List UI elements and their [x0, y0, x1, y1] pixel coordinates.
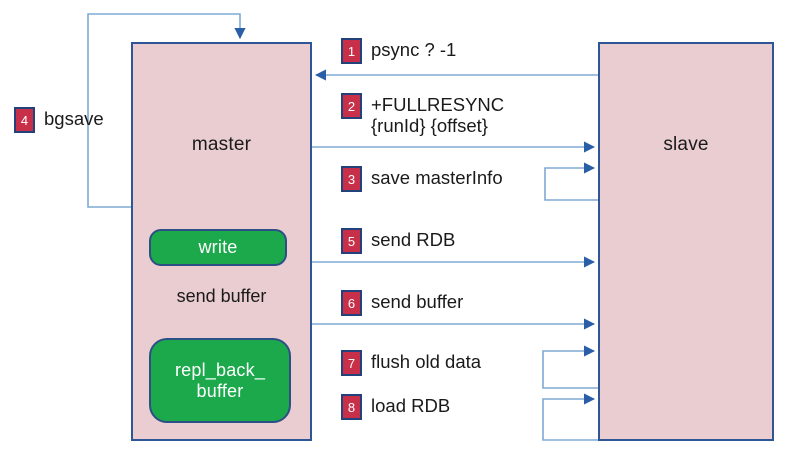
step-2-label: +FULLRESYNC {runId} {offset}	[371, 94, 505, 137]
master-repl-back-buffer-box[interactable]: repl_back_ buffer	[149, 338, 291, 423]
master-repl-back-buffer-label: repl_back_ buffer	[174, 360, 266, 401]
step-4-badge: 4	[14, 107, 35, 133]
node-slave-label: slave	[663, 134, 709, 155]
step-4[interactable]: 4 bgsave	[14, 107, 104, 133]
step-2-badge: 2	[341, 93, 362, 119]
connector-step-3	[544, 162, 598, 201]
step-5-label: send RDB	[371, 229, 456, 250]
step-6-badge: 6	[341, 290, 362, 316]
step-2[interactable]: 2 +FULLRESYNC {runId} {offset}	[341, 93, 504, 137]
step-3[interactable]: 3 save masterInfo	[341, 166, 503, 192]
step-7-label: flush old data	[371, 351, 482, 372]
node-slave[interactable]: slave	[598, 42, 774, 441]
step-1[interactable]: 1 psync ? -1	[341, 38, 456, 64]
connector-step-8	[542, 393, 598, 441]
step-6[interactable]: 6 send buffer	[341, 290, 463, 316]
step-7[interactable]: 7 flush old data	[341, 350, 481, 376]
step-3-label: save masterInfo	[371, 167, 503, 188]
step-5-badge: 5	[341, 228, 362, 254]
step-6-label: send buffer	[371, 291, 464, 312]
master-write-label: write	[198, 237, 238, 258]
master-write-box[interactable]: write	[149, 229, 287, 266]
step-1-label: psync ? -1	[371, 39, 457, 60]
step-8[interactable]: 8 load RDB	[341, 394, 450, 420]
step-5[interactable]: 5 send RDB	[341, 228, 455, 254]
node-master-label: master	[191, 134, 252, 155]
step-1-badge: 1	[341, 38, 362, 64]
step-8-label: load RDB	[371, 395, 451, 416]
step-3-badge: 3	[341, 166, 362, 192]
step-8-badge: 8	[341, 394, 362, 420]
connector-step-7	[542, 345, 598, 389]
step-4-label: bgsave	[44, 108, 104, 129]
master-send-buffer-label: send buffer	[176, 286, 267, 306]
step-7-badge: 7	[341, 350, 362, 376]
